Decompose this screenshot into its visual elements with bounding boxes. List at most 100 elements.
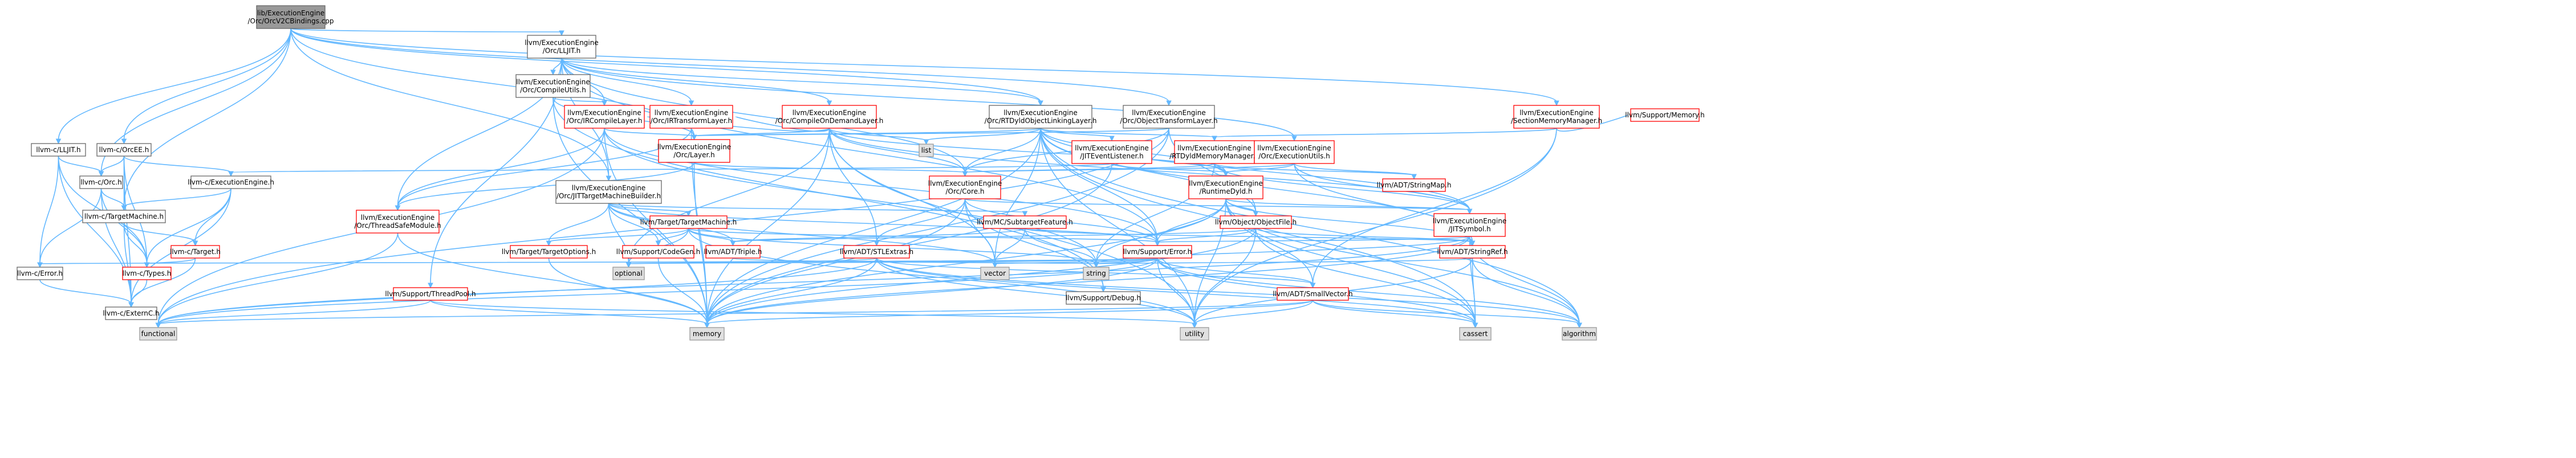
- file-node-label: /JITEventListener.h: [1080, 152, 1143, 160]
- dependency-edge: [100, 188, 134, 308]
- dependency-edge: [290, 28, 1559, 107]
- dependency-edge: [121, 28, 291, 145]
- dependency-edge: [1312, 300, 1478, 329]
- dependency-edge: [625, 257, 1158, 268]
- file-node-llvm-executionengine-orc-rtdyldobjectlinkinglayer-h[interactable]: llvm/ExecutionEngine/Orc/RTDyldObjectLin…: [985, 105, 1097, 129]
- file-node-label: llvm-c/Orc.h: [80, 178, 122, 186]
- file-node-label: /JITSymbol.h: [1448, 225, 1491, 233]
- file-node-llvm-target-targetmachine-h[interactable]: llvm/Target/TargetMachine.h: [640, 215, 737, 229]
- file-node-llvm-mc-subtargetfeature-h[interactable]: llvm/MC/SubtargetFeature.h: [977, 215, 1073, 229]
- file-node-llvm-support-error-h[interactable]: llvm/Support/Error.h: [1123, 245, 1192, 259]
- file-node-label: string: [1086, 269, 1106, 277]
- file-node-algorithm: algorithm: [1562, 327, 1597, 341]
- file-node-label: /Orc/ExecutionUtils.h: [1258, 152, 1330, 160]
- file-node-llvm-executionengine-orc-irtransformlayer-h[interactable]: llvm/ExecutionEngine/Orc/IRTransformLaye…: [649, 105, 733, 129]
- file-node-llvm-adt-stringref-h[interactable]: llvm/ADT/StringRef.h: [1437, 245, 1508, 259]
- file-node-llvm-executionengine-jitsymbol-h[interactable]: llvm/ExecutionEngine/JITSymbol.h: [1433, 213, 1507, 237]
- dependency-edge: [608, 203, 1028, 217]
- dependency-edge: [123, 222, 198, 247]
- file-node-llvm-executionengine-jiteventlistener-h[interactable]: llvm/ExecutionEngine/JITEventListener.h: [1071, 140, 1152, 164]
- file-node-utility: utility: [1180, 327, 1209, 341]
- file-node-llvm-c-orc-h[interactable]: llvm-c/Orc.h: [79, 175, 123, 189]
- file-node-llvm-c-targetmachine-h[interactable]: llvm-c/TargetMachine.h: [82, 210, 166, 223]
- file-node-label: llvm/Support/ThreadPool.h: [385, 290, 476, 298]
- file-node-label: llvm-c/OrcEE.h: [99, 146, 149, 154]
- dependency-edge: [546, 228, 689, 247]
- file-node-llvm-c-orcee-h[interactable]: llvm-c/OrcEE.h: [96, 143, 152, 157]
- file-node-llvm-executionengine-orc-compileondemandlayer-h[interactable]: llvm/ExecutionEngine/Orc/CompileOnDemand…: [775, 105, 884, 129]
- dependency-edge: [37, 257, 1158, 268]
- file-node-llvm-executionengine-orc-objecttransformlayer-h[interactable]: llvm/ExecutionEngine/Orc/ObjectTransform…: [1120, 105, 1218, 129]
- file-node-llvm-adt-smallvector-h[interactable]: llvm/ADT/SmallVector.h: [1273, 287, 1353, 301]
- file-node-label: llvm/ExecutionEngine: [793, 109, 867, 117]
- file-node-label: llvm/ADT/StringMap.h: [1377, 181, 1452, 189]
- file-node-llvm-support-memory-h[interactable]: llvm/Support/Memory.h: [1625, 108, 1705, 122]
- file-node-llvm-executionengine-orc-ircompilelayer-h[interactable]: llvm/ExecutionEngine/Orc/IRCompileLayer.…: [564, 105, 645, 129]
- file-node-llvm-adt-stlextras-h[interactable]: llvm/ADT/STLExtras.h: [840, 245, 913, 259]
- file-node-label: llvm/ExecutionEngine: [1519, 109, 1594, 117]
- dependency-edge: [1155, 236, 1470, 247]
- dependency-edge: [561, 58, 1297, 142]
- file-node-label: /Orc/RTDyldObjectLinkingLayer.h: [985, 117, 1097, 125]
- file-node-vector: vector: [980, 267, 1010, 280]
- file-node-llvm-adt-stringmap-h[interactable]: llvm/ADT/StringMap.h: [1377, 178, 1452, 192]
- file-node-label: llvm/ADT/Triple.h: [704, 248, 762, 256]
- file-node-label: /RuntimeDyld.h: [1200, 187, 1253, 195]
- dependency-edge: [561, 58, 832, 107]
- file-node-llvm-target-targetoptions-h[interactable]: llvm/Target/TargetOptions.h: [502, 245, 596, 259]
- file-node-llvm-executionengine-runtimedyld-h[interactable]: llvm/ExecutionEngine/RuntimeDyld.h: [1188, 175, 1263, 199]
- dependency-edge: [962, 163, 1295, 177]
- file-node-label: /Orc/ObjectTransformLayer.h: [1120, 117, 1217, 125]
- dependency-edge: [395, 162, 695, 211]
- file-node-llvm-executionengine-orc-threadsafemodule-h[interactable]: llvm/ExecutionEngine/Orc/ThreadSafeModul…: [354, 210, 441, 234]
- file-node-label: memory: [693, 330, 721, 338]
- file-node-functional: functional: [139, 327, 177, 341]
- file-node-llvm-support-debug-h[interactable]: llvm/Support/Debug.h: [1066, 291, 1141, 305]
- dependency-edge: [58, 156, 104, 177]
- file-node-label: llvm/Support/Memory.h: [1625, 111, 1705, 119]
- file-node-label: optional: [615, 269, 643, 277]
- file-node-label: /Orc/Layer.h: [673, 151, 715, 159]
- file-node-label: /Orc/IRTransformLayer.h: [651, 117, 732, 125]
- dependency-edge: [730, 228, 1257, 247]
- dependency-edge: [121, 188, 231, 211]
- file-node-llvm-executionengine-orc-layer-h[interactable]: llvm/ExecutionEngine/Orc/Layer.h: [657, 139, 732, 163]
- dependency-edge: [155, 257, 877, 329]
- file-node-optional: optional: [612, 267, 645, 280]
- file-node-label: list: [921, 146, 932, 154]
- dependency-edge: [1212, 128, 1557, 142]
- file-node-llvm-object-objectfile-h[interactable]: llvm/Object/ObjectFile.h: [1215, 215, 1297, 229]
- file-node-label: llvm/ExecutionEngine: [525, 39, 599, 47]
- dependency-edge: [290, 28, 1172, 107]
- file-node-llvm-executionengine-sectionmemorymanager-h[interactable]: llvm/ExecutionEngine/SectionMemoryManage…: [1511, 105, 1602, 129]
- dependency-edge: [55, 28, 291, 145]
- dependency-edge: [828, 128, 929, 145]
- file-node-llvm-executionengine-orc-jittargetmachinebuilder-h[interactable]: llvm/ExecutionEngine/Orc/JITTargetMachin…: [555, 180, 662, 204]
- file-node-llvm-c-types-h[interactable]: llvm-c/Types.h: [122, 267, 172, 280]
- file-node-llvm-c-error-h[interactable]: llvm-c/Error.h: [17, 267, 63, 280]
- file-node-llvm-executionengine-orc-lljit-h[interactable]: llvm/ExecutionEngine/Orc/LLJIT.h: [525, 35, 599, 59]
- file-node-llvm-support-codegen-h[interactable]: llvm/Support/CodeGen.h: [616, 245, 700, 259]
- file-node-llvm-c-lljit-h[interactable]: llvm-c/LLJIT.h: [31, 143, 86, 157]
- file-node-label: llvm/MC/SubtargetFeature.h: [977, 218, 1072, 226]
- dependency-edge: [655, 228, 689, 247]
- file-node-label: /Orc/Core.h: [946, 187, 985, 195]
- file-node-label: llvm/Object/ObjectFile.h: [1215, 218, 1297, 226]
- file-node-label: llvm/ExecutionEngine: [1003, 109, 1078, 117]
- file-node-llvm-executionengine-orc-core-h[interactable]: llvm/ExecutionEngine/Orc/Core.h: [928, 175, 1002, 199]
- file-node-llvm-c-externc-h[interactable]: llvm-c/ExternC.h: [103, 306, 160, 320]
- dependency-edge: [1225, 198, 1473, 215]
- file-node-label: /Orc/ThreadSafeModule.h: [354, 222, 441, 230]
- file-node-llvm-adt-triple-h[interactable]: llvm/ADT/Triple.h: [704, 245, 762, 259]
- file-node-label: llvm/Target/TargetOptions.h: [502, 248, 596, 256]
- file-node-label: llvm/ExecutionEngine: [1433, 217, 1507, 225]
- file-node-llvm-executionengine-orc-executionutils-h[interactable]: llvm/ExecutionEngine/Orc/ExecutionUtils.…: [1254, 140, 1335, 164]
- file-node-llvm-executionengine-orc-compileutils-h[interactable]: llvm/ExecutionEngine/Orc/CompileUtils.h: [515, 74, 591, 98]
- file-node-llvm-executionengine-rtdyldmemorymanager-h[interactable]: llvm/ExecutionEngine/RTDyldMemoryManager…: [1169, 140, 1259, 164]
- file-node-llvm-c-executionengine-h[interactable]: llvm-c/ExecutionEngine.h: [188, 175, 274, 189]
- file-node-label: llvm/ExecutionEngine: [1177, 144, 1252, 152]
- file-node-llvm-support-threadpool-h[interactable]: llvm/Support/ThreadPool.h: [385, 287, 476, 301]
- file-node-llvm-c-target-h[interactable]: llvm-c/Target.h: [170, 245, 221, 259]
- dependency-edge: [923, 128, 1041, 145]
- file-node-label: llvm/ExecutionEngine: [1257, 144, 1331, 152]
